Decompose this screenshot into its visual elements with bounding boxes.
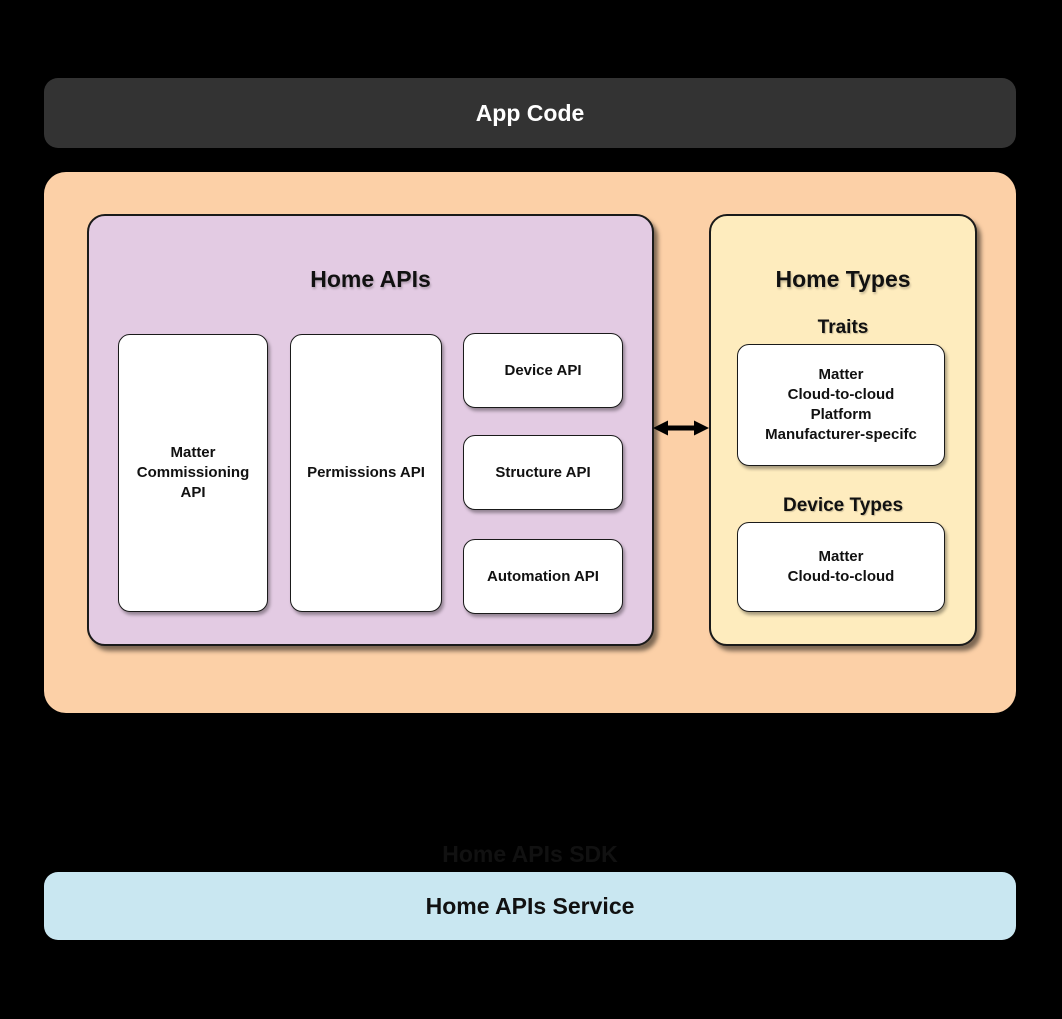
home-apis-panel: Home APIs Matter Commissioning API Permi…	[87, 214, 654, 646]
structure-api-card: Structure API	[463, 435, 623, 510]
home-types-title: Home Types	[775, 265, 911, 292]
home-apis-sdk-label: Home APIs SDK	[442, 840, 618, 867]
automation-api-card: Automation API	[463, 539, 623, 614]
traits-card: Matter Cloud-to-cloud Platform Manufactu…	[737, 344, 945, 466]
app-code-label: App Code	[475, 99, 585, 126]
bidirectional-arrow-icon	[653, 418, 709, 438]
home-apis-service-label: Home APIs Service	[425, 892, 635, 919]
traits-label: Traits	[817, 317, 869, 338]
device-api-card: Device API	[463, 333, 623, 408]
home-apis-sdk-block: Home APIs Matter Commissioning API Permi…	[44, 172, 1016, 867]
device-types-card: Matter Cloud-to-cloud	[737, 522, 945, 612]
device-types-label: Device Types	[782, 495, 904, 516]
home-types-panel: Home Types Traits Matter Cloud-to-cloud …	[709, 214, 977, 646]
app-code-block: App Code	[44, 78, 1016, 148]
permissions-api-card: Permissions API	[290, 334, 442, 612]
home-apis-title: Home APIs	[310, 265, 431, 292]
home-apis-service-block: Home APIs Service	[44, 872, 1016, 940]
matter-commissioning-api-card: Matter Commissioning API	[118, 334, 268, 612]
